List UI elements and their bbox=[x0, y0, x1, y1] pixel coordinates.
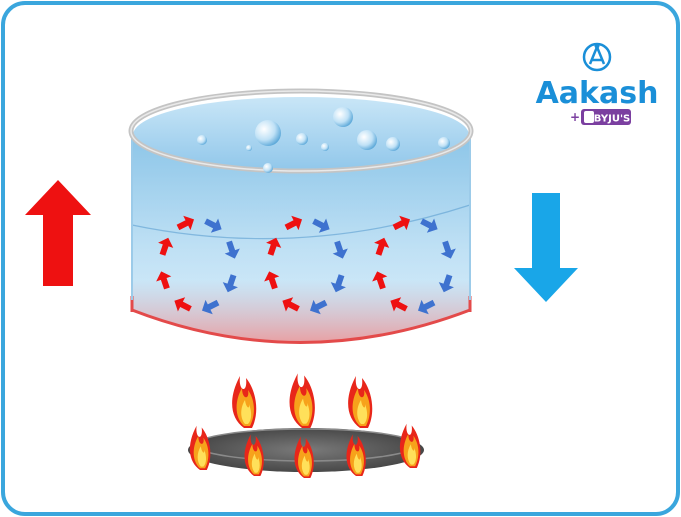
hot-rising-arrow-icon bbox=[25, 180, 91, 286]
cool-sinking-arrow-icon bbox=[514, 193, 578, 302]
bubble bbox=[197, 135, 207, 145]
aakash-logo: Aakash + BYJU'S bbox=[536, 42, 659, 125]
bubble bbox=[246, 145, 252, 151]
pot-bottom-edge bbox=[131, 308, 471, 344]
bubbles bbox=[197, 107, 450, 173]
bubble bbox=[296, 133, 308, 145]
bubble bbox=[263, 163, 273, 173]
logo-brand-text: Aakash bbox=[536, 76, 659, 111]
logo-subbrand-text: BYJU'S bbox=[594, 114, 630, 125]
bubble bbox=[357, 130, 377, 150]
bubble bbox=[438, 137, 450, 149]
pot bbox=[128, 88, 474, 344]
bubble bbox=[386, 137, 400, 151]
bubble bbox=[255, 120, 281, 146]
bubble bbox=[321, 143, 329, 151]
svg-text:+: + bbox=[570, 110, 580, 124]
bubble bbox=[333, 107, 353, 127]
